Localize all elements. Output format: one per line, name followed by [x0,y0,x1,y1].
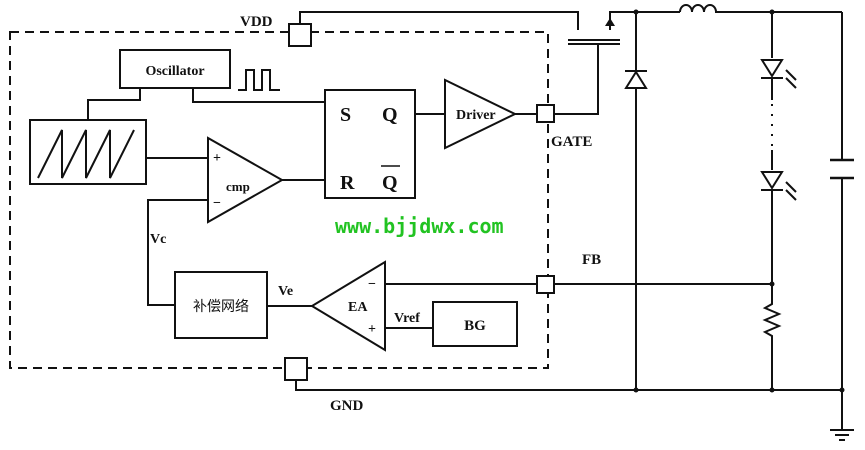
vc-label: Vc [150,232,166,247]
vdd-pin [288,23,312,47]
cmp-label: cmp [226,179,250,194]
cmp-minus-sign: − [213,196,221,211]
ea-minus-sign: − [368,277,376,292]
external-wires [295,11,843,430]
driver-label: Driver [456,108,496,123]
mosfet-arrow-icon [605,18,615,26]
internal-wires [87,88,537,329]
error-amplifier [310,260,386,352]
resistor-icon [762,298,782,345]
compensation-label: 补偿网络 [193,299,249,315]
ea-plus-sign: + [368,322,376,337]
oscillator-block [119,49,231,89]
vdd-label: VDD [240,14,273,30]
latch-q-label: Q [382,104,398,126]
bandgap-block [432,301,518,347]
gate-label: GATE [551,134,592,150]
capacitor-icon [830,158,854,180]
ve-label: Ve [278,284,293,299]
diode-icon [624,70,648,89]
led-bottom-icon [760,171,797,201]
gnd-pin [284,357,308,381]
gate-pin [536,104,555,123]
ic-boundary [9,31,549,369]
pulse-waveform-icon [238,69,280,91]
gnd-label: GND [330,398,364,414]
cmp-plus-sign: + [213,151,221,166]
compensation-block [174,271,268,339]
inductor-coil-icon [679,4,718,13]
vref-label: Vref [394,311,420,326]
sr-latch [324,89,416,199]
latch-s-label: S [340,104,351,126]
oscillator-label: Oscillator [145,64,204,79]
comparator [207,136,285,224]
junction-dots [633,9,845,393]
latch-r-label: R [340,172,355,194]
fb-label: FB [582,252,601,268]
fb-pin [536,275,555,294]
sawtooth-waveform-icon [37,129,135,179]
watermark-text: www.bjjdwx.com [335,214,504,238]
bandgap-label: BG [464,318,486,334]
led-top-icon [760,59,797,89]
ground-icon [830,429,854,441]
latch-qbar-label: Q [382,172,398,194]
ea-label: EA [348,300,368,315]
